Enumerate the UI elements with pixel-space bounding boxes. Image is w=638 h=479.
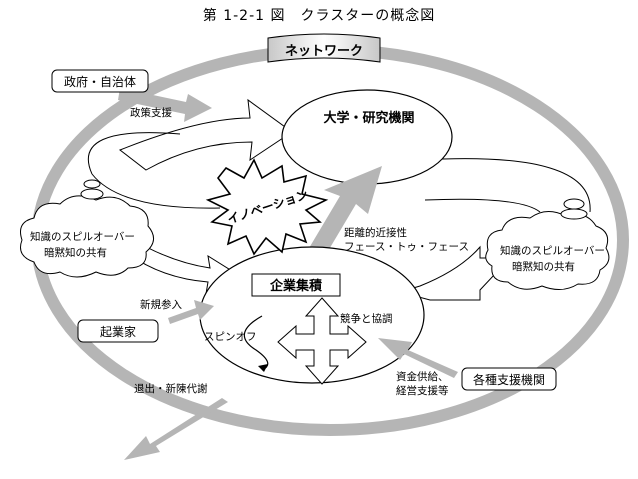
proximity-label-1: 距離的近接性 [344, 226, 407, 239]
spinoff-arrowhead [258, 364, 268, 372]
proximity-label-2: フェース・トゥ・フェース [344, 241, 469, 253]
support-orgs-box [461, 367, 557, 391]
diagram-title: 第 1-2-1 図 クラスターの概念図 [203, 7, 435, 24]
right-cloud: 知識のスピルオーバー 暗黙知の共有 [485, 198, 610, 290]
right-loop-upper [419, 158, 591, 213]
right-cloud-puff-2 [560, 208, 588, 220]
industry-label: 企業集積 [269, 278, 323, 294]
upper-left-curve [87, 132, 181, 175]
network-label: ネットワーク [285, 44, 363, 59]
left-cloud-line-2: 暗黙知の共有 [44, 246, 107, 259]
right-loop-inner [424, 198, 541, 213]
right-cloud-line-1: 知識のスピルオーバー [500, 244, 605, 257]
exit-label: 退出・新陳代謝 [134, 382, 208, 395]
policy-support-label: 政策支援 [130, 106, 172, 119]
funding-label-2: 経営支援等 [396, 384, 449, 397]
innovation-starburst [205, 158, 329, 256]
policy-support-arrow [118, 88, 212, 122]
exit-arrow [124, 398, 228, 460]
support-arrow [378, 338, 458, 378]
network-banner: ネットワーク [267, 33, 381, 63]
entrepreneur-box [77, 319, 159, 343]
funding-label-1: 資金供給、 [396, 370, 449, 383]
government-box [51, 69, 149, 93]
entrepreneur-label: 起業家 [100, 324, 136, 339]
left-cloud-line-1: 知識のスピルオーバー [30, 230, 135, 243]
four-way-arrow [277, 297, 367, 385]
new-entry-label: 新規参入 [140, 298, 182, 311]
entrepreneur-arrow [168, 300, 214, 324]
government-label: 政府・自治体 [64, 74, 136, 89]
industry-label-box [251, 273, 341, 297]
left-band-lower [91, 173, 221, 209]
spinoff-label: スピンオフ [204, 331, 257, 343]
right-cloud-line-2: 暗黙知の共有 [512, 260, 575, 273]
support-orgs-label: 各種支援機関 [473, 372, 545, 387]
spinoff-curve [243, 315, 269, 371]
competition-label: 競争と協調 [340, 312, 393, 325]
university-label: 大学・研究機関 [323, 110, 414, 126]
left-cloud: 知識のスピルオーバー 暗黙知の共有 [20, 179, 154, 278]
left-cloud-puff-1 [83, 179, 101, 189]
right-cloud-puff-1 [563, 198, 585, 210]
university-ellipse [281, 89, 453, 185]
left-cloud-puff-2 [80, 188, 104, 200]
